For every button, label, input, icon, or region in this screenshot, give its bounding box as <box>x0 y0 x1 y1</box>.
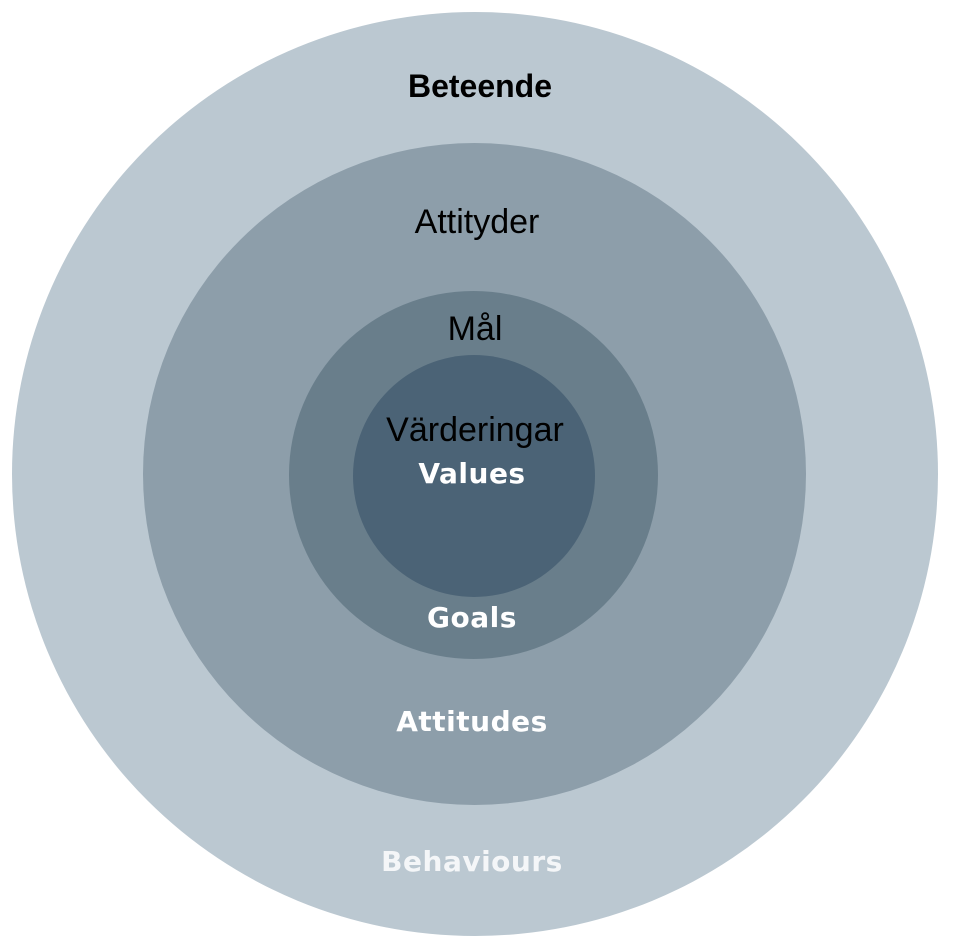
values-swedish-label: Värderingar <box>386 411 564 449</box>
values-ring <box>353 355 595 597</box>
behaviours-swedish-label: Beteende <box>407 68 553 104</box>
behaviours-english-label: Behaviours <box>381 845 563 878</box>
attitudes-english-label: Attitudes <box>396 705 548 738</box>
values-english-label: Values <box>418 457 526 490</box>
goals-swedish-label: Mål <box>447 310 503 348</box>
goals-english-label: Goals <box>427 601 517 634</box>
attitudes-swedish-label: Attityder <box>414 203 540 241</box>
